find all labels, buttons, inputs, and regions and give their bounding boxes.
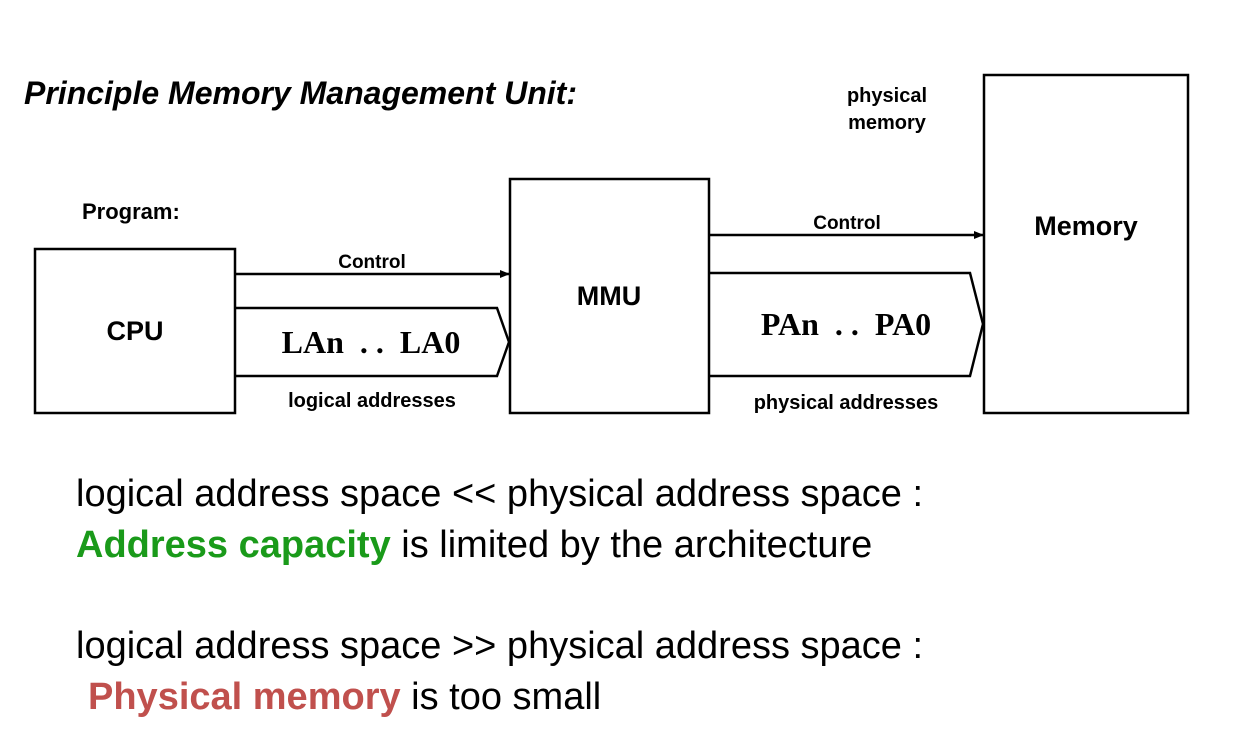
cpu-label: CPU (106, 316, 163, 346)
mmu-box (508, 177, 711, 415)
mmu-label: MMU (577, 281, 641, 311)
physical-address-bus (709, 271, 985, 378)
control-label-left: Control (338, 252, 406, 273)
memory-label: Memory (1034, 211, 1138, 241)
physical-bus-label: PAn . . PA0 (761, 306, 931, 342)
logical-addresses-label: logical addresses (288, 390, 456, 412)
statement-1-line2: Address capacity is limited by the archi… (76, 520, 923, 571)
statement-2-rest: is too small (400, 676, 602, 718)
page-title: Principle Memory Management Unit: (24, 75, 577, 111)
physical-memory-label-line2: memory (848, 112, 927, 134)
statement-large-logical-space: logical address space >> physical addres… (76, 621, 923, 723)
logical-address-bus (235, 306, 511, 378)
physical-memory-label-line1: physical (847, 85, 927, 107)
physical-addresses-label: physical addresses (754, 392, 939, 414)
memory-box (982, 73, 1190, 415)
logical-bus-label: LAn . . LA0 (282, 324, 461, 360)
statement-2-line1: logical address space >> physical addres… (76, 625, 924, 667)
control-label-right: Control (813, 213, 881, 234)
program-label: Program: (82, 199, 180, 224)
physical-memory-highlight: Physical memory (88, 676, 401, 718)
cpu-box (33, 247, 237, 415)
address-capacity-highlight: Address capacity (76, 524, 391, 566)
statement-small-logical-space: logical address space << physical addres… (76, 469, 923, 571)
statement-1-rest: is limited by the architecture (390, 524, 873, 566)
statement-1-line1: logical address space << physical addres… (76, 473, 924, 515)
statement-2-line2: Physical memory is too small (76, 672, 923, 723)
